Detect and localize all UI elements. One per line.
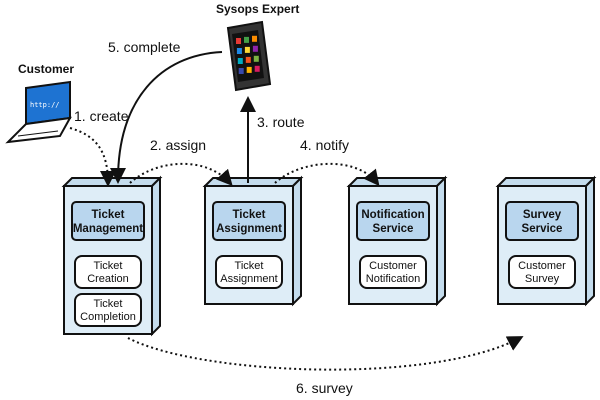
box-top-face bbox=[61, 177, 163, 187]
phone-app-icon bbox=[236, 48, 242, 54]
laptop-screen-text: http:// bbox=[30, 101, 60, 109]
edge-label-route: 3. route bbox=[257, 114, 305, 130]
component-box bbox=[359, 255, 427, 289]
service-title-line: Ticket bbox=[232, 209, 265, 221]
component-label-line: Customer bbox=[518, 260, 566, 272]
phone-app-icon bbox=[252, 35, 257, 42]
service-title-line: Service bbox=[522, 223, 563, 235]
phone-app-icon bbox=[244, 36, 249, 43]
edge-label-survey: 6. survey bbox=[296, 380, 353, 396]
component-label-line: Assignment bbox=[220, 273, 277, 285]
phone-app-icon bbox=[238, 68, 244, 74]
edge-label-create: 1. create bbox=[74, 108, 129, 124]
service-title-line: Management bbox=[73, 223, 143, 235]
edge-create bbox=[69, 127, 116, 187]
edge-label-assign: 2. assign bbox=[150, 137, 206, 153]
phone-app-icon bbox=[246, 66, 252, 73]
edge-assign bbox=[129, 162, 233, 186]
box-side-face bbox=[292, 175, 302, 307]
service-title-line: Assignment bbox=[216, 223, 282, 235]
box-top-face bbox=[495, 177, 597, 187]
component-box bbox=[215, 255, 283, 289]
box-top-face bbox=[202, 177, 304, 187]
phone-app-icon bbox=[237, 58, 243, 64]
component-label-line: Ticket bbox=[94, 298, 123, 310]
edge-label-notify: 4. notify bbox=[300, 137, 349, 153]
component-box bbox=[74, 293, 142, 327]
box-side-face bbox=[436, 175, 446, 307]
service-header bbox=[505, 201, 579, 241]
edge-survey bbox=[127, 336, 524, 371]
sysops-expert-label: Sysops Expert bbox=[216, 2, 299, 16]
box-side-face bbox=[585, 175, 595, 307]
component-label-line: Completion bbox=[80, 311, 136, 323]
service-header bbox=[212, 201, 286, 241]
component-label-line: Ticket bbox=[94, 260, 123, 272]
service-header bbox=[71, 201, 145, 241]
component-box bbox=[74, 255, 142, 289]
edge-label-complete: 5. complete bbox=[108, 39, 181, 55]
service-title-line: Service bbox=[373, 223, 414, 235]
edge-complete bbox=[110, 51, 223, 184]
phone-app-icon bbox=[254, 65, 260, 72]
box-top-face bbox=[346, 177, 448, 187]
service-title-line: Ticket bbox=[91, 209, 124, 221]
component-label-line: Survey bbox=[525, 273, 560, 285]
component-label-line: Creation bbox=[87, 273, 129, 285]
edge-notify bbox=[274, 162, 380, 187]
component-label-line: Ticket bbox=[235, 260, 264, 272]
phone-app-icon bbox=[253, 55, 259, 62]
phone-app-icon bbox=[245, 56, 251, 63]
phone-app-icon bbox=[244, 46, 250, 53]
smartphone-icon bbox=[226, 20, 272, 92]
service-title-line: Survey bbox=[523, 209, 562, 221]
phone-app-icon bbox=[236, 38, 241, 44]
component-box bbox=[508, 255, 576, 289]
service-header bbox=[356, 201, 430, 241]
box-side-face bbox=[151, 175, 161, 337]
phone-app-icon bbox=[252, 45, 258, 52]
component-label-line: Notification bbox=[366, 273, 420, 285]
service-title-line: Notification bbox=[361, 209, 424, 221]
customer-label: Customer bbox=[18, 62, 74, 76]
component-label-line: Customer bbox=[369, 260, 417, 272]
laptop-icon: http:// bbox=[5, 80, 72, 144]
service-box: TicketManagementTicketCreationTicketComp… bbox=[61, 175, 163, 337]
